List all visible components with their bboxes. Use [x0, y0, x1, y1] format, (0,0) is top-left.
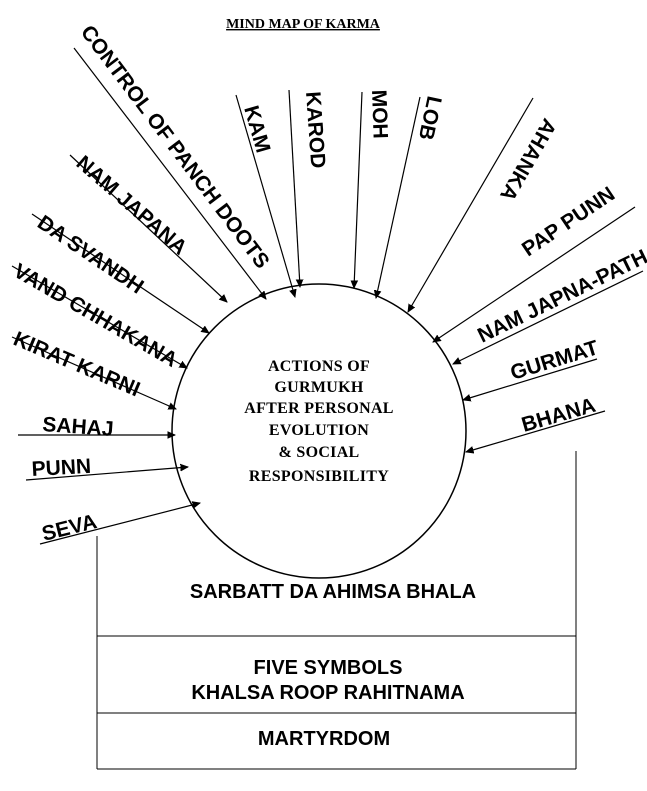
label-ahanka: AHANKA — [495, 115, 560, 205]
arrow-lines — [11, 47, 644, 545]
box-sarbatt-da-ahimsa-bhala: SARBATT DA AHIMSA BHALA — [190, 581, 476, 603]
center-line-5: & SOCIAL — [278, 444, 359, 461]
box-martyrdom: MARTYRDOM — [258, 728, 390, 750]
arrow-kirat-karni — [11, 336, 176, 410]
arrow-vand-chhakana — [11, 265, 187, 368]
center-line-1: ACTIONS OF — [268, 358, 370, 375]
label-sahaj: SAHAJ — [42, 413, 115, 441]
arrow-nam-japna-path — [453, 270, 644, 365]
arrow-moh — [354, 91, 363, 288]
arrow-pap-punn — [433, 206, 636, 342]
diagram-title: MIND MAP OF KARMA — [226, 17, 381, 32]
label-punn: PUNN — [31, 455, 92, 481]
center-line-4: EVOLUTION — [269, 422, 369, 439]
center-line-3: AFTER PERSONAL — [244, 400, 394, 417]
center-line-6: RESPONSIBILITY — [249, 468, 389, 485]
label-nam-japna-path: NAM JAPNA-PATH — [474, 245, 647, 347]
arrow-ahanka — [408, 97, 534, 312]
label-gurmat: GURMAT — [508, 336, 602, 385]
arrow-seva — [39, 503, 200, 545]
label-karod: KAROD — [301, 91, 329, 169]
label-seva: SEVA — [40, 510, 100, 546]
arrow-lob — [376, 96, 421, 298]
box-khalsa-roop-rahitnama: KHALSA ROOP RAHITNAMA — [191, 682, 464, 704]
center-text: ACTIONS OF GURMUKH AFTER PERSONAL EVOLUT… — [244, 358, 394, 485]
arrow-da-svandh — [31, 213, 209, 333]
arrow-gurmat — [463, 358, 598, 400]
arrow-karod — [288, 89, 300, 287]
boxes-frame — [96, 451, 577, 770]
label-kam: KAM — [239, 103, 274, 155]
arrow-nam-japana — [69, 154, 227, 302]
box-five-symbols: FIVE SYMBOLS — [254, 657, 403, 679]
label-moh: MOH — [367, 89, 392, 139]
arrow-control-of-panch-doots — [73, 47, 266, 299]
arrow-kam — [235, 94, 295, 297]
center-line-2: GURMUKH — [274, 379, 363, 396]
arrow-bhana — [466, 410, 606, 452]
arrow-punn — [25, 467, 188, 481]
label-bhana: BHANA — [519, 394, 598, 437]
label-pap-punn: PAP PUNN — [518, 182, 619, 261]
